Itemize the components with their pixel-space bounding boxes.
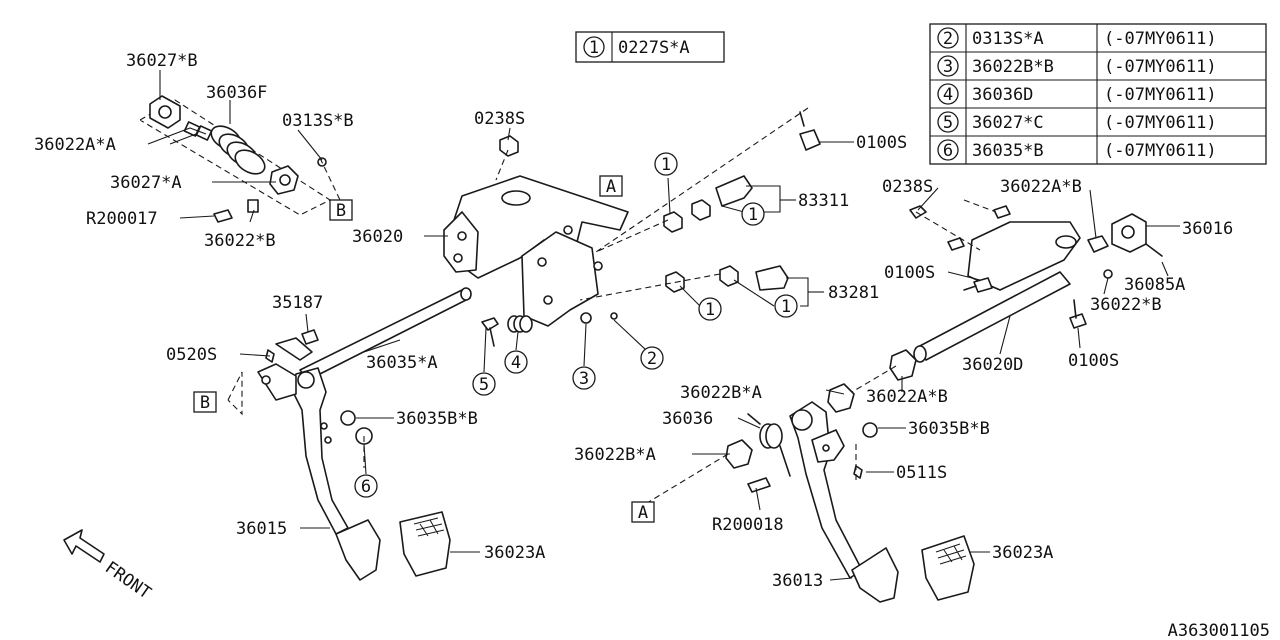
- brake-pedal-assembly: [725, 271, 1071, 603]
- table-row-range: (-07MY0611): [1104, 141, 1217, 161]
- table-row-range: (-07MY0611): [1104, 29, 1217, 49]
- part-label: 36020D: [962, 355, 1023, 375]
- leader-lines: [147, 70, 1180, 581]
- table-row-range: (-07MY0611): [1104, 113, 1217, 133]
- part-label: 0238S: [882, 177, 933, 197]
- coil-spring-36036F: [210, 125, 266, 175]
- return-spring-36036D: [507, 315, 533, 333]
- part-label: 36016: [1182, 219, 1233, 239]
- callout-1: 1: [748, 205, 758, 225]
- callout-markers: 1 1 1 1 2 3 4 5 6: [354, 152, 798, 498]
- ref-marker-a: A: [606, 177, 616, 197]
- part-label: 36013: [772, 571, 823, 591]
- reference-markers: A B B A: [193, 175, 655, 523]
- bracket-hardware: [481, 111, 821, 347]
- front-label: FRONT: [101, 558, 154, 604]
- part-label: 0100S: [856, 133, 907, 153]
- part-label: 36022B*A: [680, 383, 762, 403]
- ref-marker-a: A: [638, 503, 648, 523]
- table-row-num: 5: [943, 113, 953, 133]
- ref-marker-b: B: [336, 201, 346, 221]
- part-label: 36035*A: [366, 353, 438, 373]
- table-row-part: 36036D: [972, 85, 1033, 105]
- part-label: R200018: [712, 515, 784, 535]
- table-row-num: 6: [943, 141, 953, 161]
- table-row-num: 2: [943, 29, 953, 49]
- part-label: 36036F: [206, 83, 267, 103]
- callout-1: 1: [781, 297, 791, 317]
- part-label: 0238S: [474, 109, 525, 129]
- part-label: 36022A*A: [34, 135, 116, 155]
- callout-3: 3: [579, 369, 589, 389]
- callout-1: 1: [705, 300, 715, 320]
- table-row-part: 36035*B: [972, 141, 1044, 161]
- part-label: 36036: [662, 409, 713, 429]
- pedal-pad-36023A-left: [399, 511, 451, 577]
- ref-marker-b: B: [200, 393, 210, 413]
- part-label: 0520S: [166, 345, 217, 365]
- table-row-num: 4: [943, 85, 953, 105]
- callout-1: 1: [661, 155, 671, 175]
- diagram-id: A363001105: [1168, 621, 1270, 640]
- part-label: 36022*B: [1090, 295, 1162, 315]
- right-legend-table: 2 0313S*A (-07MY0611) 3 36022B*B (-07MY0…: [929, 23, 1267, 165]
- top-legend-num: 1: [589, 38, 599, 58]
- part-label: 36022*B: [204, 231, 276, 251]
- callout-2: 2: [647, 349, 657, 369]
- clutch-spring-subassembly: [139, 95, 332, 223]
- callout-4: 4: [511, 353, 521, 373]
- part-label: 36023A: [992, 543, 1053, 563]
- callout-6: 6: [361, 477, 371, 497]
- pedal-pad-36023A-right: [921, 535, 975, 601]
- table-row-part: 36027*C: [972, 113, 1044, 133]
- table-row-range: (-07MY0611): [1104, 57, 1217, 77]
- part-label: 0511S: [896, 463, 947, 483]
- table-row-part: 36022B*B: [972, 57, 1054, 77]
- part-label: 36027*B: [126, 51, 198, 71]
- part-label: 36022B*A: [574, 445, 656, 465]
- front-direction-indicator: FRONT: [63, 529, 155, 604]
- part-label: 36085A: [1124, 275, 1185, 295]
- part-label: 83311: [798, 191, 849, 211]
- part-label: 0313S*B: [282, 111, 354, 131]
- table-row-range: (-07MY0611): [1104, 85, 1217, 105]
- part-label: 36035B*B: [396, 409, 478, 429]
- part-label: 0100S: [1068, 351, 1119, 371]
- part-label: 36020: [352, 227, 403, 247]
- part-label: 35187: [272, 293, 323, 313]
- table-row-part: 0313S*A: [972, 29, 1044, 49]
- callout-5: 5: [479, 375, 489, 395]
- top-legend-table: 1 0227S*A: [575, 31, 725, 63]
- part-label: R200017: [86, 209, 158, 229]
- part-label: 36023A: [484, 543, 545, 563]
- part-label: 83281: [828, 283, 879, 303]
- pedal-bracket-36020: [443, 135, 629, 327]
- table-row-num: 3: [943, 57, 953, 77]
- part-label: 36022A*B: [866, 387, 948, 407]
- part-label: 36022A*B: [1000, 177, 1082, 197]
- clutch-pedal-assembly: [257, 287, 472, 581]
- part-label: 36015: [236, 519, 287, 539]
- part-labels: 36027*B 36036F 0313S*B 36022A*A 36027*A …: [34, 51, 1233, 591]
- top-legend-part: 0227S*A: [618, 38, 690, 58]
- part-label: 36035B*B: [908, 419, 990, 439]
- part-label: 0100S: [884, 263, 935, 283]
- part-label: 36027*A: [110, 173, 182, 193]
- return-spring-36036: [747, 413, 791, 477]
- brake-bracket-36016: [909, 205, 1163, 329]
